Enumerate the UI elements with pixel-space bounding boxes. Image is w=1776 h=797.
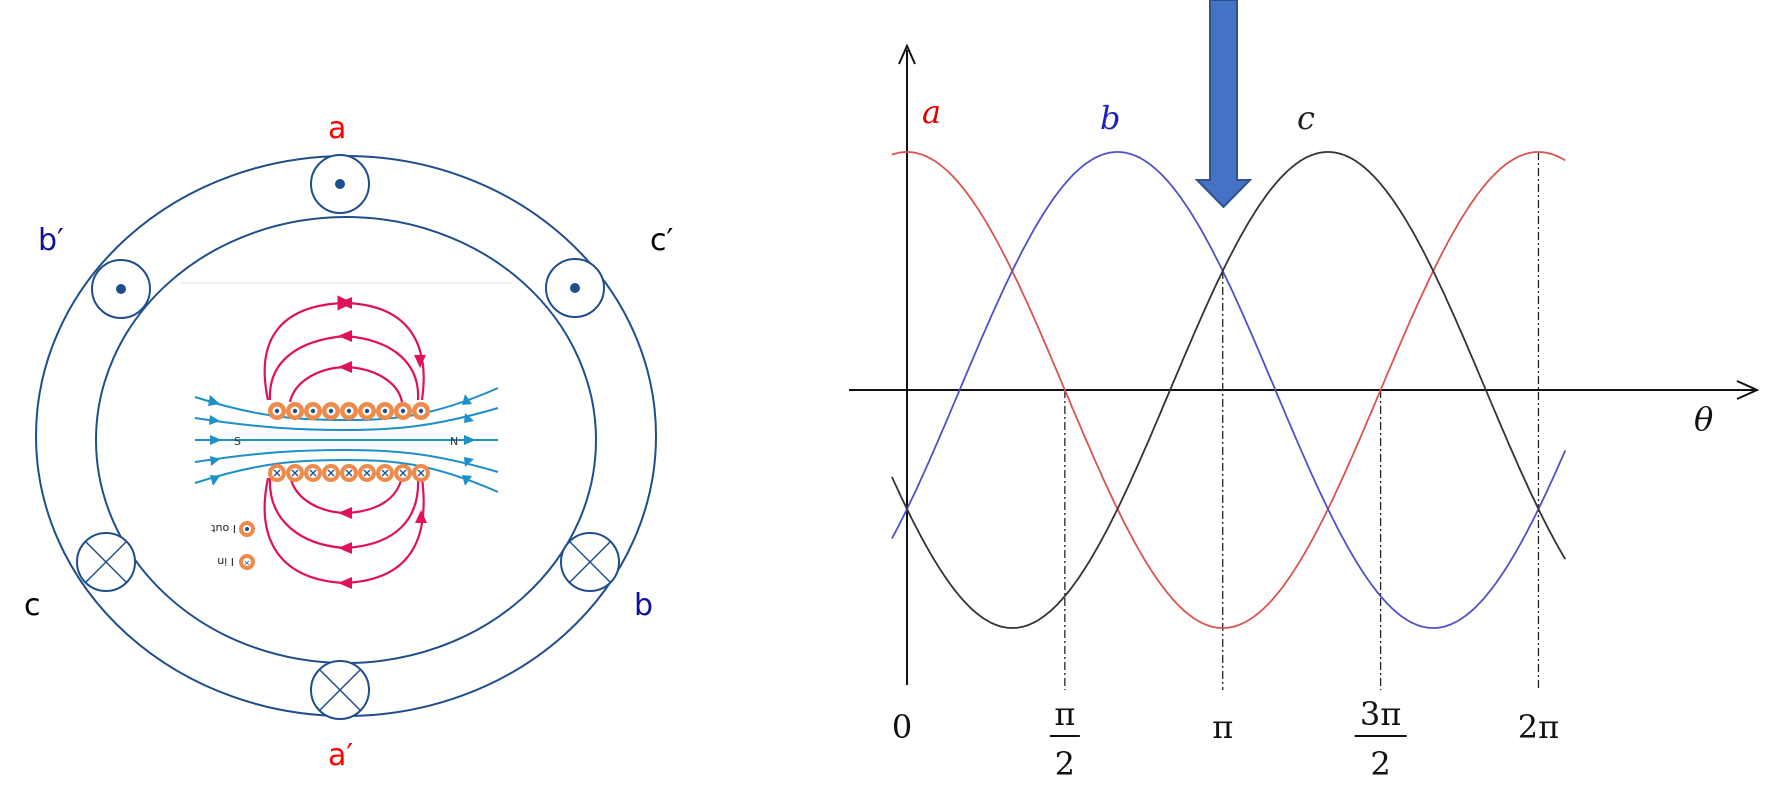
label-c: c (24, 588, 41, 623)
tick-label-denominator: 2 (1055, 745, 1075, 783)
magnetic-field-lines (194, 387, 499, 493)
slot-c-prime-dot (545, 258, 605, 318)
tick-label: 2π (1518, 708, 1559, 746)
series-line-a (891, 151, 1566, 629)
tick-label-numerator: π (1054, 695, 1075, 733)
machine-diagram: a a′ b′ c′ c b (24, 111, 673, 773)
series-line-c (891, 151, 1567, 629)
slot-c-cross (76, 532, 136, 592)
rotor-field-diagram: S N I out × I in (194, 295, 499, 589)
y-axis-arrowhead (898, 43, 916, 65)
loop-arrowheads (338, 297, 427, 589)
magnetic-loop-lines (263, 295, 425, 585)
slot-a-dot (310, 154, 370, 214)
conductors-in-row (268, 464, 430, 482)
current-legend: I out × I in (211, 521, 255, 570)
field-arrowheads (208, 394, 476, 486)
series-label-b: b (1100, 99, 1120, 137)
label-b-prime: b′ (38, 223, 64, 258)
tick-guides (1064, 152, 1540, 690)
tick-label-numerator: 3π (1360, 695, 1401, 733)
slot-b-cross (560, 532, 620, 592)
series-line-b (891, 151, 1567, 629)
svg-text:×: × (244, 559, 251, 568)
label-b: b (634, 588, 653, 623)
label-a-prime: a′ (328, 738, 353, 773)
conductors-out-row (268, 402, 430, 420)
tick-label-denominator: 2 (1370, 745, 1390, 783)
x-axis-arrowhead (1736, 380, 1760, 400)
tick-label: π (1212, 708, 1233, 746)
label-a: a (328, 111, 346, 146)
legend-current-out: I out (211, 522, 236, 535)
series-label-a: a (922, 93, 941, 131)
slot-b-prime-dot (91, 259, 151, 319)
series-label-c: c (1297, 99, 1315, 137)
legend-current-in: I in (217, 555, 234, 568)
south-pole-label: S (234, 435, 241, 448)
series-group (891, 151, 1567, 629)
tick-label: 0 (892, 708, 912, 746)
slot-a-prime-cross (310, 660, 370, 720)
pi-indicator-arrow (1194, 0, 1253, 209)
north-pole-label: N (450, 435, 458, 448)
stator-outer-ring (35, 155, 657, 717)
label-c-prime: c′ (650, 223, 673, 258)
x-axis-label: θ (1694, 400, 1713, 438)
